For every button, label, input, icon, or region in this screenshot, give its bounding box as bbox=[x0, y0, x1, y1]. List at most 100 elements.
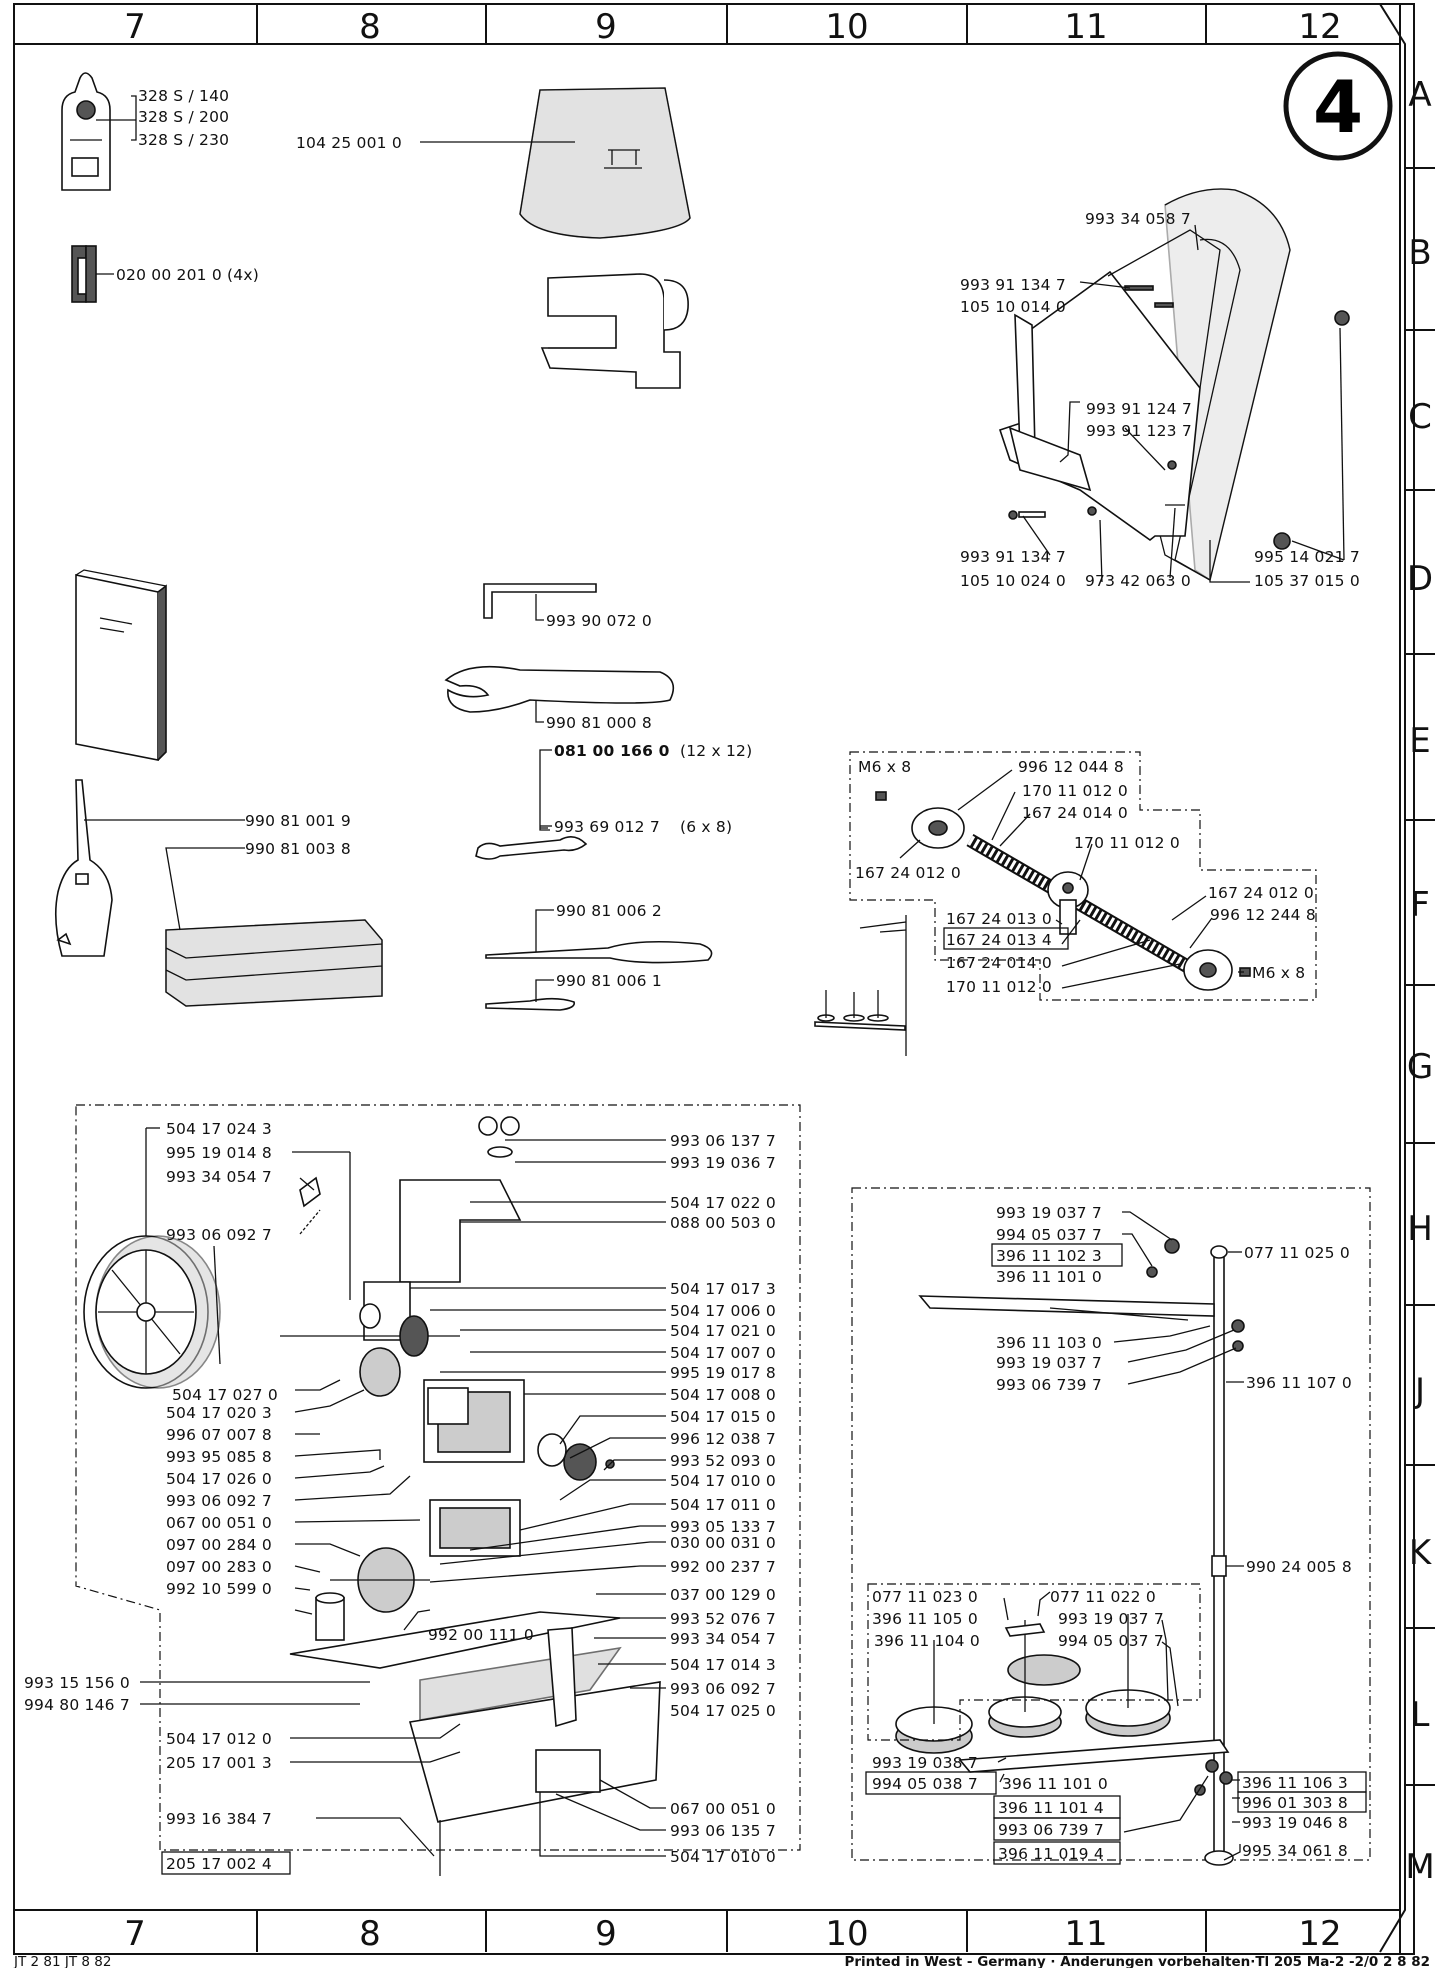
page-number: 4 bbox=[1313, 65, 1363, 149]
col-label: 9 bbox=[595, 7, 617, 47]
column-labels-bottom: 7 8 9 10 11 12 bbox=[124, 1914, 1341, 1954]
part-number: 396 11 106 3 bbox=[1242, 1774, 1348, 1792]
part-number: 993 15 156 0 bbox=[24, 1674, 130, 1692]
part-number: 105 37 015 0 bbox=[1254, 572, 1360, 590]
col-label: 8 bbox=[359, 7, 381, 47]
part-number: 205 17 001 3 bbox=[166, 1754, 272, 1772]
part-number: 995 14 021 7 bbox=[1254, 548, 1360, 566]
row-label: C bbox=[1408, 397, 1432, 437]
part-number: 993 52 093 0 bbox=[670, 1452, 776, 1470]
part-number: 328 S / 230 bbox=[138, 131, 229, 149]
part-number: 170 11 012 0 bbox=[946, 978, 1052, 996]
part-number: 167 24 012 0 bbox=[1208, 884, 1314, 902]
oil-can-drawing bbox=[54, 779, 113, 957]
detail-frame bbox=[867, 1583, 1201, 1741]
part-number: 992 10 599 0 bbox=[166, 1580, 272, 1598]
row-label: E bbox=[1409, 721, 1430, 761]
part-number: 995 19 017 8 bbox=[670, 1364, 776, 1382]
part-number: 993 19 036 7 bbox=[670, 1154, 776, 1172]
part-number: 504 17 024 3 bbox=[166, 1120, 272, 1138]
leader-lines bbox=[997, 1211, 1244, 1861]
part-number: 993 06 739 7 bbox=[998, 1821, 1104, 1839]
part-number: 993 34 058 7 bbox=[1085, 210, 1191, 228]
part-number: 504 17 021 0 bbox=[670, 1322, 776, 1340]
part-number: 993 91 134 7 bbox=[960, 548, 1066, 566]
part-number: 995 19 014 8 bbox=[166, 1144, 272, 1162]
part-number: 396 11 101 0 bbox=[1002, 1775, 1108, 1793]
part-number: 067 00 051 0 bbox=[166, 1514, 272, 1532]
part-number: 993 95 085 8 bbox=[166, 1448, 272, 1466]
column-labels-top: 7 8 9 10 11 12 bbox=[124, 7, 1341, 47]
part-number: 396 11 101 0 bbox=[996, 1268, 1102, 1286]
col-label: 11 bbox=[1064, 1914, 1107, 1954]
bobbin-winder-drawing bbox=[83, 1116, 661, 1876]
thread-stand-drawing bbox=[895, 1238, 1245, 1866]
part-number: 504 17 017 3 bbox=[670, 1280, 776, 1298]
footer-print-note: Printed in West - Germany · Änderungen v… bbox=[844, 1953, 1430, 1968]
footer-date-code: JT 2 81 JT 8 82 bbox=[13, 1954, 111, 1968]
part-number: 504 17 010 0 bbox=[670, 1848, 776, 1866]
part-number: 504 17 015 0 bbox=[670, 1408, 776, 1426]
leader-lines bbox=[1022, 224, 1345, 583]
col-label: 11 bbox=[1064, 7, 1107, 47]
part-number: 993 16 384 7 bbox=[166, 1810, 272, 1828]
open-wrench-drawing bbox=[475, 836, 588, 860]
row-label: A bbox=[1408, 75, 1431, 115]
dust-cover-drawing bbox=[519, 87, 691, 239]
part-number: 167 24 012 0 bbox=[855, 864, 961, 882]
needle-package-drawing bbox=[61, 72, 111, 191]
part-number: 992 00 111 0 bbox=[428, 1626, 534, 1644]
leader-lines bbox=[140, 1127, 666, 1857]
sewing-machine-head-drawing bbox=[540, 273, 689, 389]
part-number: 504 17 011 0 bbox=[670, 1496, 776, 1514]
part-number: 104 25 001 0 bbox=[296, 134, 402, 152]
col-label: 8 bbox=[359, 1914, 381, 1954]
part-number: 396 11 103 0 bbox=[996, 1334, 1102, 1352]
page-number-badge: 4 bbox=[1283, 51, 1393, 161]
bobbin-drawing bbox=[71, 245, 114, 303]
part-number: 067 00 051 0 bbox=[670, 1800, 776, 1818]
part-number: 504 17 020 3 bbox=[166, 1404, 272, 1422]
part-number: 993 90 072 0 bbox=[546, 612, 652, 630]
felt-pads-drawing bbox=[165, 919, 383, 1007]
part-number: 167 24 014 0 bbox=[1022, 804, 1128, 822]
part-number: 993 91 123 7 bbox=[1086, 422, 1192, 440]
sheet-frame bbox=[13, 3, 1435, 1955]
part-number: 990 81 003 8 bbox=[245, 840, 351, 858]
part-number: 992 00 237 7 bbox=[670, 1558, 776, 1576]
part-number: 504 17 007 0 bbox=[670, 1344, 776, 1362]
part-number: 996 07 007 8 bbox=[166, 1426, 272, 1444]
part-number: 396 11 101 4 bbox=[998, 1799, 1104, 1817]
part-number: 020 00 201 0 (4x) bbox=[116, 266, 259, 284]
part-number: 995 34 061 8 bbox=[1242, 1842, 1348, 1860]
part-number: 504 17 010 0 bbox=[670, 1472, 776, 1490]
boxed-part-highlight bbox=[943, 927, 1069, 950]
instruction-manual-drawing bbox=[75, 569, 167, 761]
part-number: 037 00 129 0 bbox=[670, 1586, 776, 1604]
part-number: 167 24 014 0 bbox=[946, 954, 1052, 972]
part-number: 993 06 135 7 bbox=[670, 1822, 776, 1840]
belt-guard-drawing bbox=[998, 188, 1350, 582]
part-number: 088 00 503 0 bbox=[670, 1214, 776, 1232]
part-number: 504 17 026 0 bbox=[166, 1470, 272, 1488]
detail-frame bbox=[849, 751, 1317, 1001]
allen-key-drawing bbox=[483, 583, 597, 619]
part-number: 105 10 024 0 bbox=[960, 572, 1066, 590]
row-label: G bbox=[1407, 1047, 1433, 1087]
row-labels: A B C D E F G H J K L M bbox=[1405, 75, 1434, 1887]
part-number: 077 11 023 0 bbox=[872, 1588, 978, 1606]
part-number: 328 S / 200 bbox=[138, 108, 229, 126]
thread-guide-drawing bbox=[875, 791, 1251, 991]
part-number: 105 10 014 0 bbox=[960, 298, 1066, 316]
part-number: 990 81 006 1 bbox=[556, 972, 662, 990]
part-number: 170 11 012 0 bbox=[1074, 834, 1180, 852]
part-number: 504 17 027 0 bbox=[172, 1386, 278, 1404]
part-number: 993 69 012 7 bbox=[554, 818, 660, 836]
boxed-part-highlight bbox=[991, 1243, 1123, 1267]
leader-lines bbox=[96, 95, 137, 141]
boxed-part-highlight bbox=[865, 1771, 997, 1795]
part-number: 030 00 031 0 bbox=[670, 1534, 776, 1552]
boxed-part-highlight bbox=[161, 1851, 291, 1875]
part-number: 990 81 000 8 bbox=[546, 714, 652, 732]
